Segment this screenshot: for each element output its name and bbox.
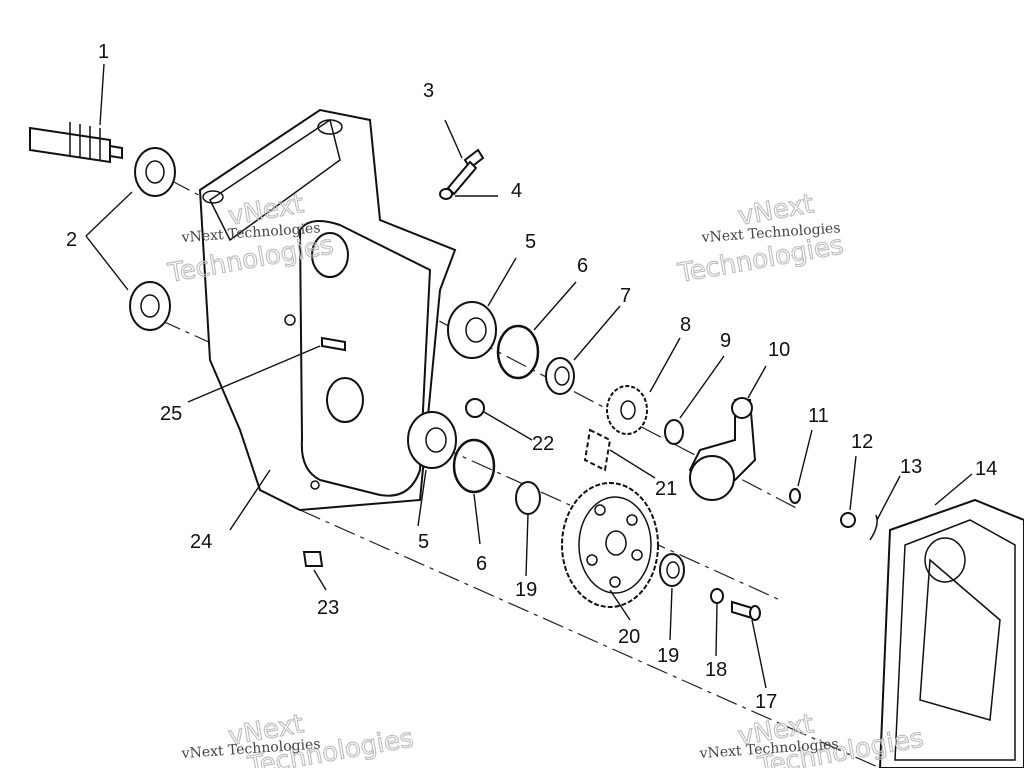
- callout-20: 20: [618, 626, 640, 648]
- callout-23: 23: [317, 597, 339, 619]
- callout-1: 1: [98, 41, 109, 63]
- callout-2: 2: [66, 229, 77, 251]
- shaft: [29, 122, 123, 164]
- callout-6-lower: 6: [476, 553, 487, 575]
- bearing-lower: [407, 411, 457, 469]
- nut-12: [840, 512, 856, 528]
- callout-14: 14: [975, 458, 997, 480]
- snap-ring-upper: [496, 324, 540, 380]
- seal-lower: [129, 281, 171, 331]
- washer-18: [710, 588, 724, 604]
- callout-labels: 1 2 3 4 5 5 6 6 7 8 9 10 11 12 13 14 17 …: [66, 41, 997, 713]
- callout-19-upper: 19: [515, 579, 537, 601]
- washer-9: [664, 419, 684, 445]
- callout-6-upper: 6: [577, 255, 588, 277]
- bolt-17: [731, 600, 761, 621]
- spacer: [545, 357, 575, 395]
- callout-11: 11: [808, 405, 829, 427]
- cotter-pin: [869, 514, 878, 541]
- watermark-group-2: vNext Technologies vNext Technologies: [674, 189, 846, 290]
- washer-top: [439, 188, 453, 200]
- callout-17: 17: [755, 691, 777, 713]
- callout-10: 10: [768, 339, 790, 361]
- callout-22: 22: [532, 433, 554, 455]
- callout-24: 24: [190, 531, 212, 553]
- seal-upper: [134, 147, 176, 197]
- watermark-group-3: vNext Technologies vNext Technologies: [180, 709, 416, 768]
- snap-ring-lower: [452, 438, 496, 494]
- callout-21: 21: [655, 478, 677, 500]
- callout-25: 25: [160, 403, 182, 425]
- callout-18: 18: [705, 659, 727, 681]
- tensioner-arm: [688, 397, 757, 501]
- washer-19-upper: [515, 481, 541, 515]
- callout-3: 3: [423, 80, 434, 102]
- bolt-top: [446, 148, 485, 196]
- drive-chain: [583, 428, 612, 472]
- callout-13: 13: [900, 456, 922, 478]
- callout-9: 9: [720, 330, 731, 352]
- callout-19-lower: 19: [657, 645, 679, 667]
- callout-5-upper: 5: [525, 231, 536, 253]
- sprocket-large: [561, 482, 659, 608]
- dowel-pin: [321, 336, 346, 352]
- drain-plug: [302, 551, 324, 567]
- bearing-upper: [447, 301, 497, 359]
- callout-7: 7: [620, 285, 631, 307]
- callout-8: 8: [680, 314, 691, 336]
- watermark-group-4: vNext Technologies vNext Technologies: [698, 709, 926, 768]
- callout-4: 4: [511, 180, 522, 202]
- gear-case-cover: [878, 498, 1024, 768]
- washer-19-lower: [659, 553, 685, 587]
- washer-11: [789, 488, 801, 504]
- nut-22: [465, 398, 485, 418]
- leader-lines: [85, 63, 973, 689]
- callout-5-lower: 5: [418, 531, 429, 553]
- gear-case: [198, 108, 457, 512]
- callout-12: 12: [851, 431, 873, 453]
- sprocket-top: [606, 385, 648, 435]
